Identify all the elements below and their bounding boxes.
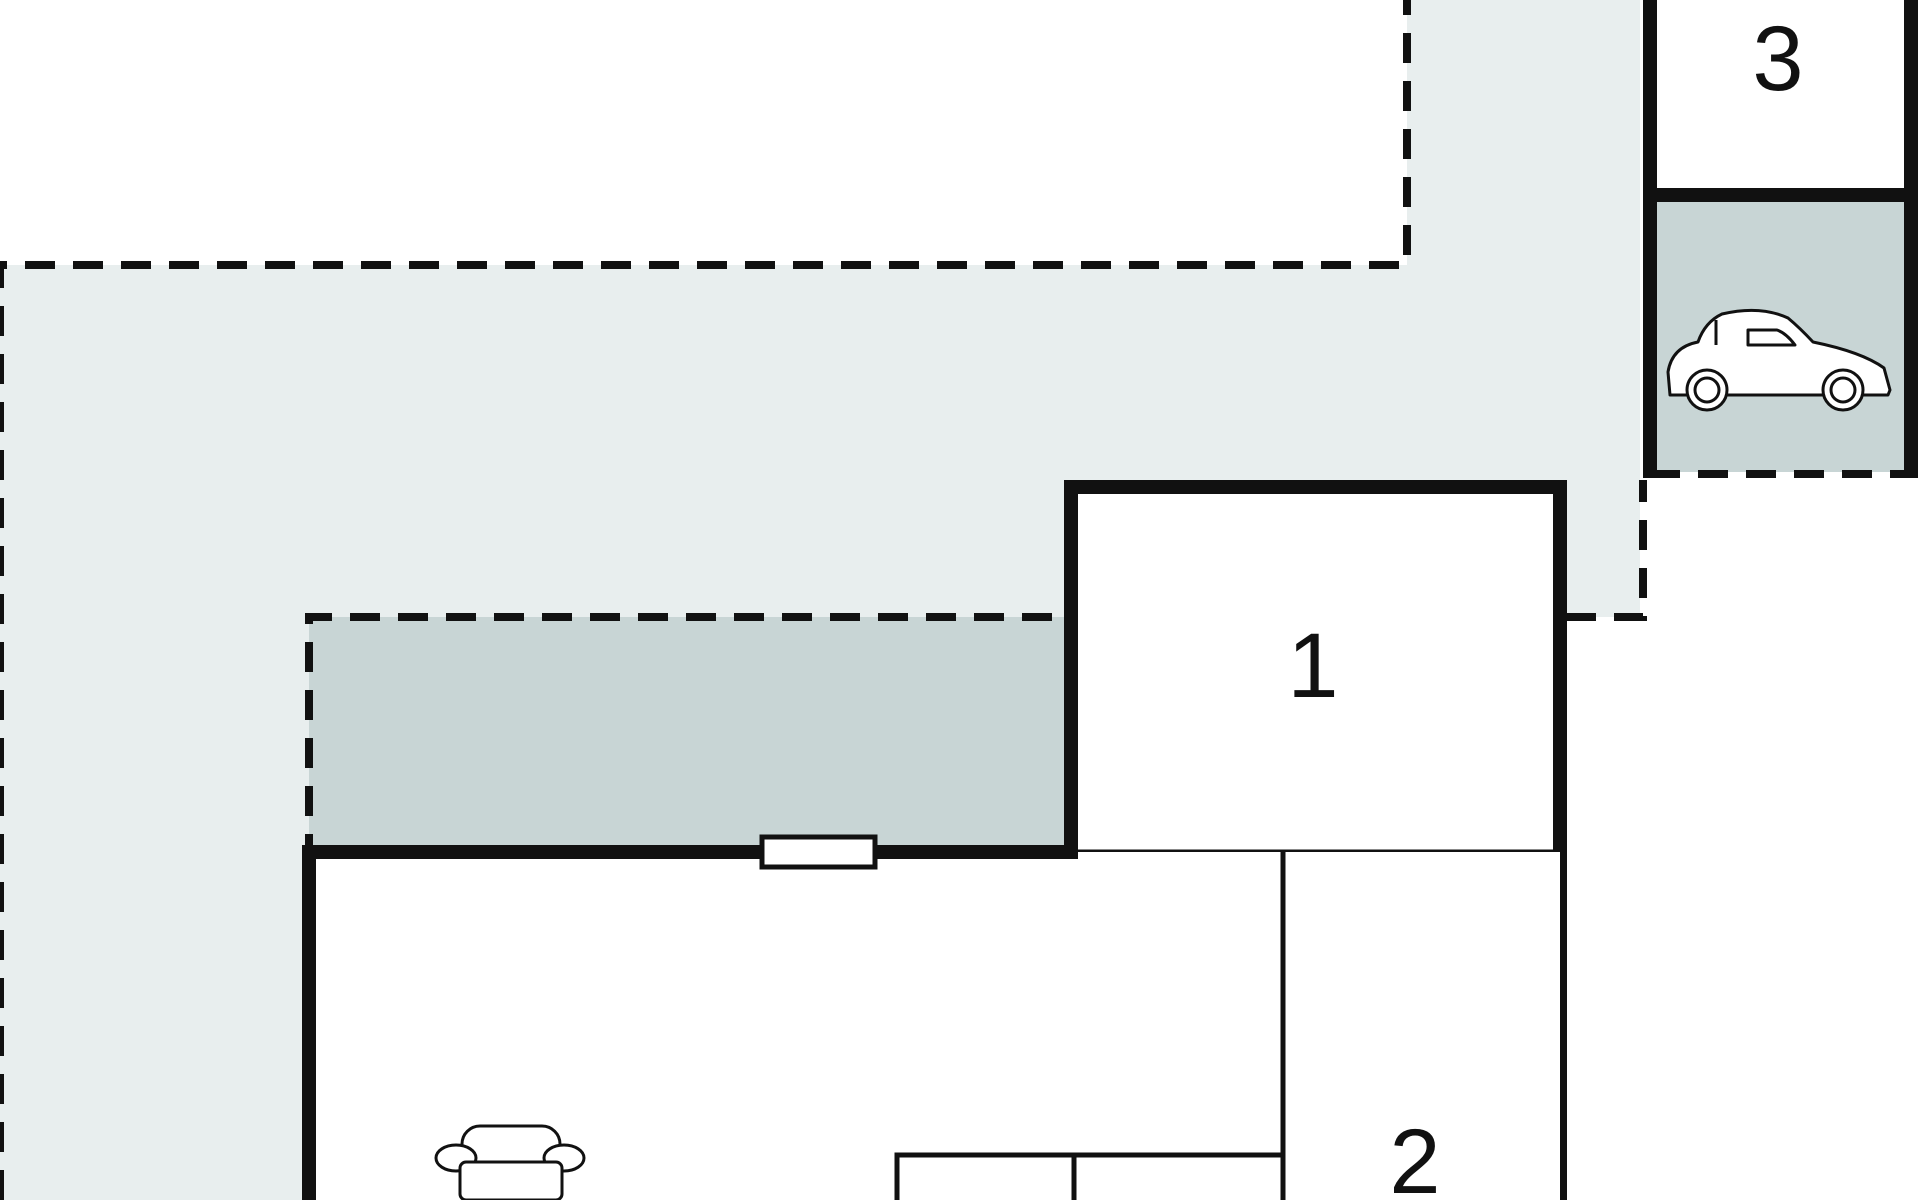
armchair-icon — [434, 1124, 586, 1200]
cabinet-outline — [894, 1152, 1283, 1200]
room-1 — [1071, 487, 1560, 852]
room-label-3: 3 — [1752, 8, 1803, 110]
room-label-2: 2 — [1389, 1111, 1440, 1200]
terrace-outline — [0, 0, 1411, 1200]
room-1-walls — [1064, 480, 1567, 1200]
car-icon — [1666, 308, 1892, 412]
window — [759, 834, 878, 870]
terrace-area — [0, 0, 1640, 1200]
terrace-outline-right — [1566, 480, 1647, 621]
covered-patio — [309, 617, 1071, 846]
room-3 — [1650, 0, 1912, 195]
room-label-1: 1 — [1287, 615, 1338, 717]
